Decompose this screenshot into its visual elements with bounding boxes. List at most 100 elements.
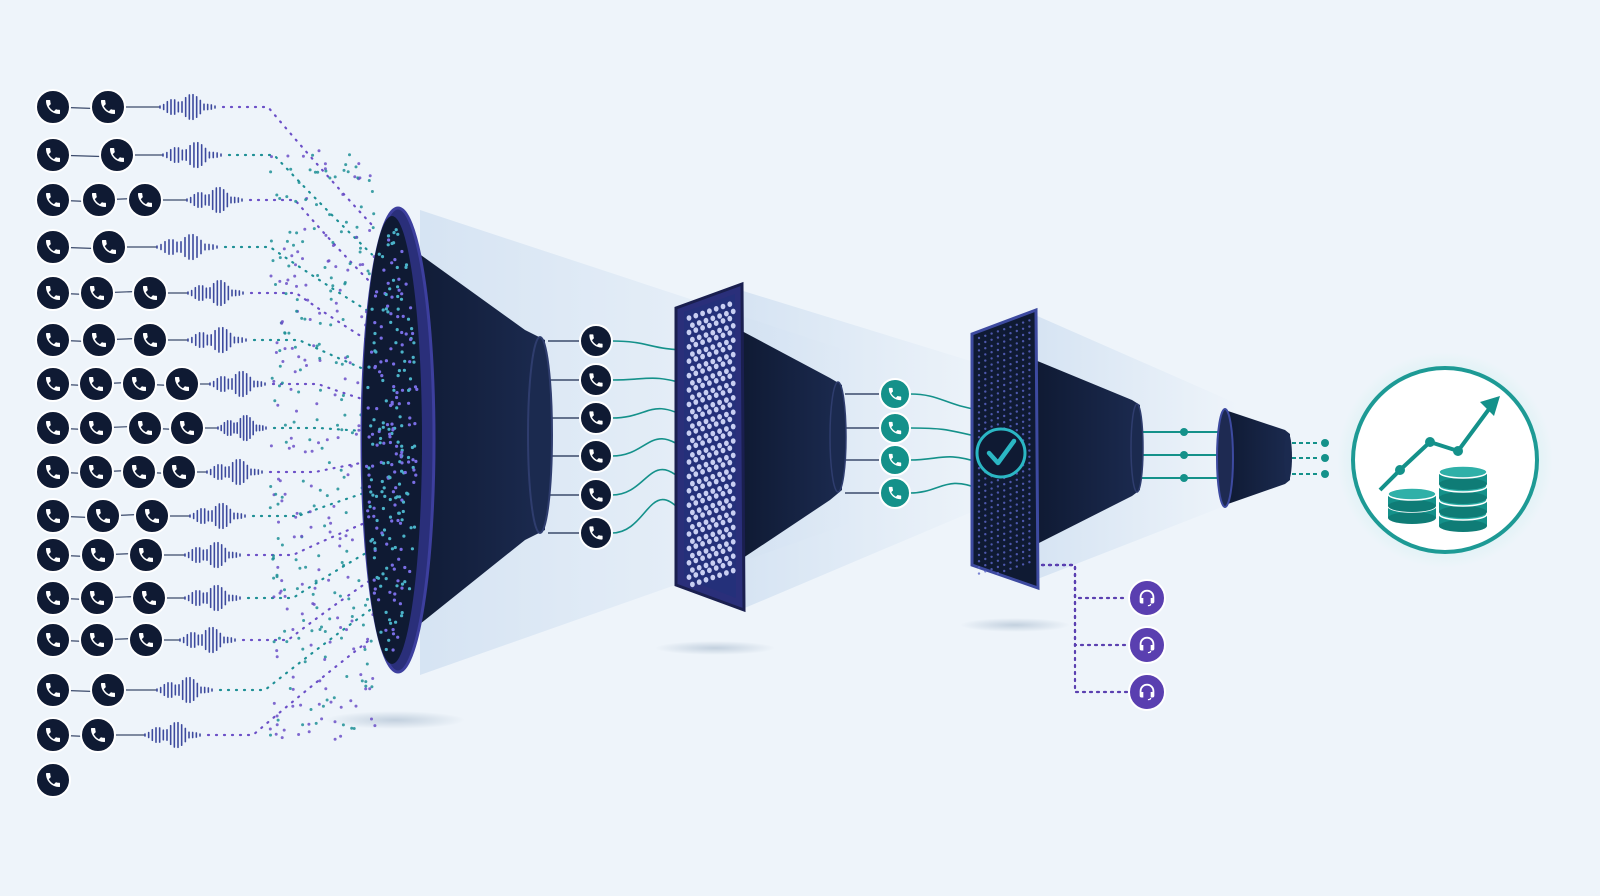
panel-dot <box>990 518 992 520</box>
mesh-cell <box>721 477 726 483</box>
particle-dot <box>364 685 367 688</box>
mesh-cell <box>724 484 729 490</box>
mesh-cell <box>724 498 729 504</box>
panel-dot <box>1028 375 1030 377</box>
panel-dot <box>997 355 999 357</box>
mesh-cell <box>707 467 712 473</box>
particle-dot <box>293 275 296 278</box>
particle-dot <box>285 292 288 295</box>
particle-dot <box>327 516 330 519</box>
particle-dot <box>303 318 306 321</box>
mouth-particle <box>409 338 412 341</box>
particle-dot <box>280 579 283 582</box>
panel-dot <box>1003 340 1005 342</box>
mesh-cell <box>727 417 732 423</box>
mesh-cell <box>697 464 702 470</box>
particle-dot <box>291 628 294 631</box>
panel-dot <box>1028 332 1030 334</box>
mesh-cell <box>704 375 709 381</box>
mouth-particle <box>401 343 404 346</box>
particle-dot <box>368 687 371 690</box>
panel-dot <box>990 413 992 415</box>
mouth-particle <box>412 356 415 359</box>
particle-dot <box>276 715 279 718</box>
panel-dot <box>984 545 986 547</box>
particle-dot <box>304 566 307 569</box>
mesh-cell <box>714 349 719 355</box>
phone-icon <box>82 183 116 217</box>
panel-dot <box>997 349 999 351</box>
panel-dot <box>1028 425 1030 427</box>
particle-dot <box>336 616 339 619</box>
particle-dot <box>284 332 287 335</box>
mouth-particle <box>412 481 415 484</box>
mesh-cell <box>717 342 722 348</box>
panel-dot <box>1016 559 1018 561</box>
mesh-cell <box>687 330 692 336</box>
particle-dot <box>328 461 331 464</box>
panel-dot <box>990 339 992 341</box>
particle-dot <box>343 282 346 285</box>
mesh-cell <box>724 383 729 389</box>
particle-dot <box>315 606 318 609</box>
panel-dot <box>978 548 980 550</box>
particle-dot <box>295 231 298 234</box>
phone-icon <box>128 411 162 445</box>
output-dot <box>1321 454 1329 462</box>
panel-dot <box>997 491 999 493</box>
panel-dot <box>1022 532 1024 534</box>
panel-dot <box>1028 524 1030 526</box>
phone-icon <box>91 673 125 707</box>
mouth-particle <box>366 386 369 389</box>
panel-dot <box>997 386 999 388</box>
mouth-particle <box>395 228 398 231</box>
incoming-call-row <box>36 673 212 707</box>
dotted-stream <box>273 384 372 402</box>
panel-dot <box>978 572 980 574</box>
mesh-cell <box>707 424 712 430</box>
mouth-particle <box>398 512 401 515</box>
particle-dot <box>276 723 279 726</box>
panel-dot <box>984 539 986 541</box>
mesh-cell <box>687 531 692 537</box>
mesh-cell <box>704 462 709 468</box>
particle-dot <box>368 229 371 232</box>
mouth-particle <box>376 519 379 522</box>
phone-icon <box>122 455 156 489</box>
mouth-particle <box>389 498 392 501</box>
mesh-cell <box>731 453 736 459</box>
panel-dot <box>1028 443 1030 445</box>
mouth-particle <box>412 341 415 344</box>
panel-dot <box>990 419 992 421</box>
panel-dot <box>978 399 980 401</box>
panel-dot <box>990 568 992 570</box>
panel-dot <box>990 332 992 334</box>
mouth-particle <box>403 580 406 583</box>
mouth-particle <box>401 583 404 586</box>
phone-icon <box>132 581 166 615</box>
panel-dot <box>1028 400 1030 402</box>
mesh-cell <box>707 352 712 358</box>
mouth-particle <box>396 636 399 639</box>
particle-dot <box>295 285 298 288</box>
particle-dot <box>283 247 286 250</box>
particle-dot <box>318 679 321 682</box>
panel-dot <box>1003 365 1005 367</box>
mouth-particle <box>397 374 400 377</box>
mesh-cell <box>721 304 726 310</box>
phone-icon <box>880 445 910 475</box>
mesh-cell <box>704 347 709 353</box>
mesh-cell <box>717 472 722 478</box>
panel-dot <box>978 560 980 562</box>
particle-dot <box>297 637 300 640</box>
mesh-cell <box>700 368 705 374</box>
mesh-cell <box>710 503 715 509</box>
particle-dot <box>330 298 333 301</box>
panel-dot <box>1016 404 1018 406</box>
phone-icon <box>100 138 134 172</box>
phone-icon <box>36 411 70 445</box>
mouth-particle <box>405 332 408 335</box>
mesh-cell <box>687 387 692 393</box>
particle-dot <box>329 522 332 525</box>
mouth-particle <box>373 507 376 510</box>
